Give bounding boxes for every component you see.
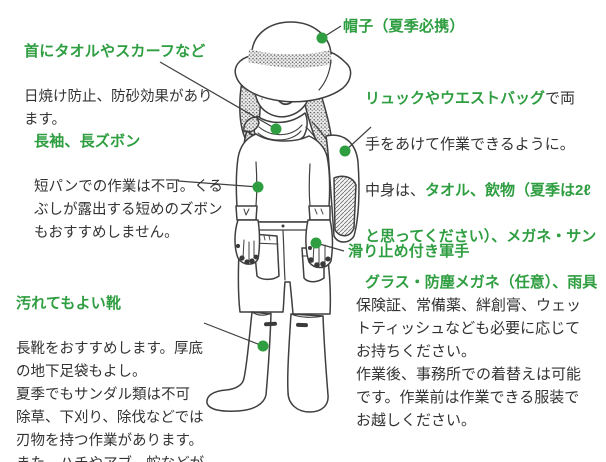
callout-dot-backpack <box>339 145 351 157</box>
glove-fingertips-left <box>235 243 259 265</box>
boot-top-marks <box>264 321 308 328</box>
callout-dot-hat <box>316 32 328 44</box>
shirt <box>235 133 331 223</box>
note-belongings: 保険証、常備薬、絆創膏、ウェッ トティッシュなども必要に応じて お持ちください。… <box>356 297 582 429</box>
label-backpack-line5: グラス・防塵メガネ（任意）、雨具 <box>365 274 598 291</box>
cuff-right <box>308 205 331 221</box>
label-long-sleeves-title: 長袖、長ズボン <box>34 133 141 150</box>
label-neck-towel: 首にタオルやスカーフなど 日焼け防止、防砂効果があり ます。 <box>24 17 213 155</box>
callout-dot-scarf <box>270 123 282 135</box>
backpack-pocket <box>333 175 357 237</box>
callout-lines <box>159 25 372 347</box>
label-backpack-line2: 手をあけて作業できるように。 <box>365 136 575 153</box>
label-backpack: リュックやウエストバッグで両 手をあけて作業できるように。 中身は、タオル、飲物… <box>365 64 606 317</box>
glove-fingertips-right <box>308 246 331 268</box>
hat-band <box>248 49 332 68</box>
label-boots-title: 汚れてもよい靴 <box>16 295 122 312</box>
label-neck-towel-body: 日焼け防止、防砂効果があり ます。 <box>24 89 213 128</box>
bucket-hat <box>234 21 352 103</box>
label-backpack-line1: リュックやウエストバッグで両 <box>365 90 576 107</box>
backpack-strap <box>311 121 327 140</box>
label-neck-towel-title: 首にタオルやスカーフなど <box>24 43 206 60</box>
label-backpack-line4: と思ってください）、メガネ・サン <box>365 228 597 245</box>
label-long-sleeves-body: 短パンでの作業は不可。くる ぶしが露出する短めのズボン もおすすめしません。 <box>34 179 223 241</box>
callout-dot-boot <box>257 340 269 352</box>
callout-dot-glove <box>310 237 322 249</box>
callout-line-boot <box>203 322 264 347</box>
callout-line-backpack <box>344 126 372 152</box>
label-gloves: 滑り止め付き軍手 <box>348 243 470 260</box>
label-backpack-line3: 中身は、タオル、飲物（夏季は2ℓ <box>365 182 591 199</box>
callout-line-sleeve <box>177 180 259 188</box>
label-long-sleeves: 長袖、長ズボン 短パンでの作業は不可。くる ぶしが露出する短めのズボン もおすす… <box>34 107 223 268</box>
label-boots-body: 長靴をおすすめします。厚底 の地下足袋もよし。 夏季でもサンダル類は不可 除草、… <box>16 341 204 462</box>
backpack <box>305 121 360 243</box>
rubber-boots <box>206 311 329 413</box>
callout-dot-sleeve <box>252 181 264 193</box>
label-hat: 帽子（夏季必携） <box>343 18 465 35</box>
label-boots: 汚れてもよい靴 長靴をおすすめします。厚底 の地下足袋もよし。 夏季でもサンダル… <box>16 269 204 462</box>
callout-line-scarf <box>159 61 277 130</box>
callout-dots <box>252 32 351 352</box>
